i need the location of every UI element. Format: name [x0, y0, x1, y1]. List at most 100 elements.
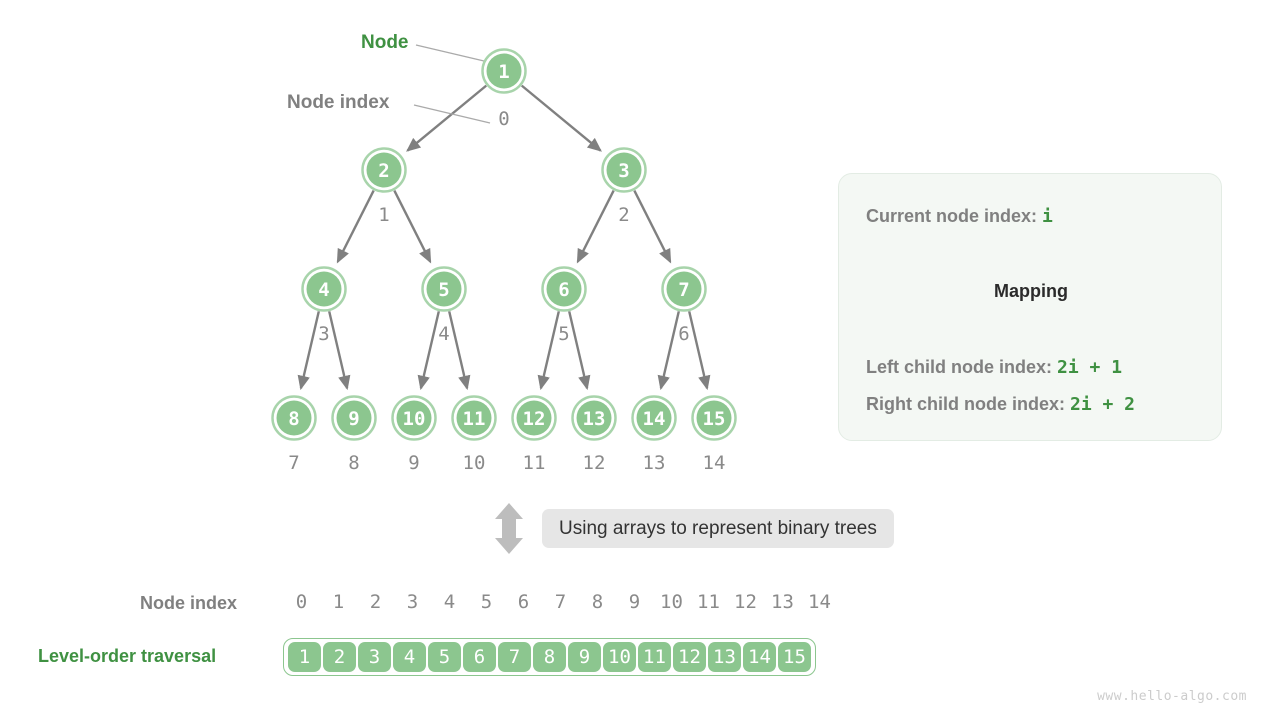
- tree-node-ring: [661, 266, 707, 312]
- tree-node: 5: [421, 266, 467, 312]
- array-index-cell: 1: [332, 591, 345, 613]
- array-cell[interactable]: 7: [498, 642, 531, 672]
- tree-node: 13: [571, 395, 617, 441]
- array-cell[interactable]: 15: [778, 642, 811, 672]
- tree-node-index: 11: [523, 452, 546, 474]
- array-cell[interactable]: 4: [393, 642, 426, 672]
- tree-node-ring: [511, 395, 557, 441]
- array-index-cell: 3: [406, 591, 419, 613]
- array-cell[interactable]: 6: [463, 642, 496, 672]
- tree-node-value: 13: [583, 408, 606, 430]
- tree-node-index: 9: [408, 452, 419, 474]
- tree-node-index: 0: [498, 108, 509, 130]
- tree-node-ring: [541, 266, 587, 312]
- tree-node: 8: [271, 395, 317, 441]
- tree-edge: [448, 311, 471, 391]
- tree-node-circle: [516, 400, 552, 436]
- legend-current-label: Current node index:: [866, 206, 1043, 226]
- tree-node-value: 6: [558, 279, 569, 301]
- array-cell[interactable]: 12: [673, 642, 706, 672]
- array-cell[interactable]: 11: [638, 642, 671, 672]
- tree-node-value: 7: [678, 279, 689, 301]
- tree-node-ring: [391, 395, 437, 441]
- node-callout-leader-line: [415, 44, 485, 62]
- array-index-cell: 4: [443, 591, 456, 613]
- tree-node-value: 9: [348, 408, 359, 430]
- array-cell[interactable]: 10: [603, 642, 636, 672]
- tree-node-index: 12: [583, 452, 606, 474]
- tree-edge: [336, 189, 375, 264]
- tree-node: 6: [541, 266, 587, 312]
- array-index-cell: 9: [628, 591, 641, 613]
- tree-node-value: 2: [378, 160, 389, 182]
- tree-node-value: 12: [523, 408, 546, 430]
- tree-node-index: 4: [438, 323, 449, 345]
- tree-edge: [688, 311, 711, 391]
- tree-node-value: 1: [498, 61, 509, 83]
- caption-box: Using arrays to represent binary trees: [542, 509, 894, 548]
- tree-edge: [537, 311, 560, 391]
- tree-node: 4: [301, 266, 347, 312]
- legend-right-value: 2i + 2: [1070, 394, 1136, 415]
- array-cell[interactable]: 8: [533, 642, 566, 672]
- array-cell[interactable]: 3: [358, 642, 391, 672]
- tree-node-circle: [276, 400, 312, 436]
- tree-node-index: 10: [463, 452, 486, 474]
- array-index-cell: 11: [697, 591, 720, 613]
- array-index-cell: 5: [480, 591, 493, 613]
- legend-left-child-index: Left child node index: 2i + 1: [866, 357, 1122, 378]
- array-cell[interactable]: 2: [323, 642, 356, 672]
- tree-node-ring: [571, 395, 617, 441]
- tree-node-index: 5: [558, 323, 569, 345]
- tree-node-ring: [631, 395, 677, 441]
- array-cell[interactable]: 14: [743, 642, 776, 672]
- node-callout-label: Node: [361, 32, 409, 53]
- tree-node-index: 1: [378, 204, 389, 226]
- callout-leader-lines: [413, 44, 491, 124]
- array-index-cell: 7: [554, 591, 567, 613]
- legend-right-child-index: Right child node index: 2i + 2: [866, 394, 1135, 415]
- legend-left-value: 2i + 1: [1057, 357, 1123, 378]
- tree-node-circle: [396, 400, 432, 436]
- array-index-cell: 13: [771, 591, 794, 613]
- tree-node-value: 10: [403, 408, 426, 430]
- tree-node-value: 5: [438, 279, 449, 301]
- array-index-row-label: Node index: [140, 593, 238, 613]
- array-cell[interactable]: 13: [708, 642, 741, 672]
- tree-node-ring: [421, 266, 467, 312]
- tree-node-value: 15: [703, 408, 726, 430]
- tree-edge: [576, 189, 615, 264]
- tree-node-circle: [456, 400, 492, 436]
- tree-node-index: 2: [618, 204, 629, 226]
- legend-current-value: i: [1042, 206, 1053, 227]
- tree-node-index: 6: [678, 323, 689, 345]
- tree-node: 12: [511, 395, 557, 441]
- array-cell[interactable]: 5: [428, 642, 461, 672]
- array-cell[interactable]: 1: [288, 642, 321, 672]
- tree-node: 3: [601, 147, 647, 193]
- tree-node-ring: [271, 395, 317, 441]
- tree-node-ring: [691, 395, 737, 441]
- tree-edge: [328, 311, 351, 391]
- tree-edge: [520, 84, 602, 152]
- node-index-callout-leader-line: [413, 104, 491, 124]
- legend-current-node-index: Current node index: i: [866, 206, 1053, 227]
- tree-edge: [657, 311, 680, 391]
- tree-node-circle: [576, 400, 612, 436]
- tree-node-ring: [301, 266, 347, 312]
- array-index-cell: 10: [660, 591, 683, 613]
- mapping-legend-panel: [838, 173, 1222, 441]
- tree-node: 2: [361, 147, 407, 193]
- watermark: www.hello-algo.com: [1097, 689, 1247, 704]
- tree-node-value: 3: [618, 160, 629, 182]
- array-index-cell: 14: [808, 591, 831, 613]
- level-order-traversal-label: Level-order traversal: [38, 646, 217, 666]
- tree-edge: [568, 311, 591, 391]
- tree-node: 9: [331, 395, 377, 441]
- array-cell[interactable]: 9: [568, 642, 601, 672]
- legend-left-label: Left child node index:: [866, 357, 1058, 377]
